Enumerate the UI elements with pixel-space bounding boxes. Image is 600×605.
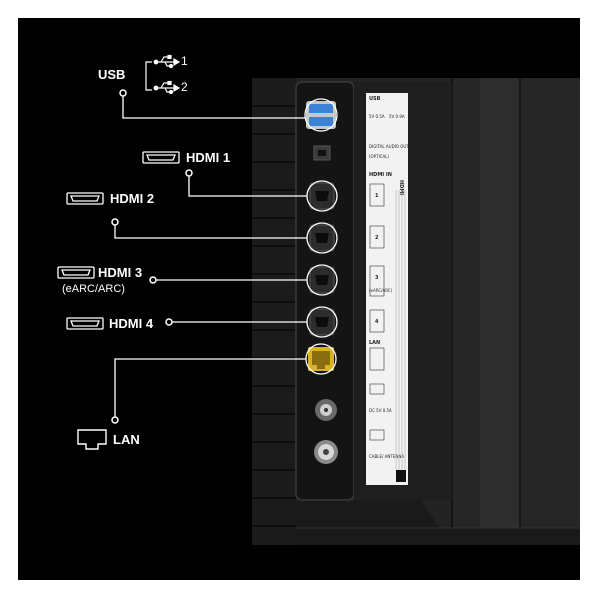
callout-dots: [111, 89, 193, 424]
usb-port-1-label: 1: [181, 54, 188, 68]
sticker-hdmi-4: 4: [375, 319, 379, 325]
usb-symbols: [145, 54, 181, 95]
usb-callout-circle: [304, 98, 338, 132]
lan-icon: [77, 429, 107, 450]
sticker-dc-spec: DC 5V 0.5A: [369, 408, 392, 413]
hdmi-port-4: [309, 308, 335, 336]
hdmi-port-2: [309, 224, 335, 252]
sticker-hdmi-in: HDMI IN: [369, 172, 392, 178]
sticker-usb: USB: [369, 96, 381, 102]
hdmi-port-1: [309, 182, 335, 210]
antenna-port: [314, 440, 338, 464]
lan-label: LAN: [113, 432, 140, 447]
sticker-usb-spec-2: 5V 0.9A: [389, 114, 405, 119]
sticker-hdmi-2: 2: [375, 235, 379, 241]
usb-icon-1: [153, 54, 181, 69]
hdmi1-connector-icon: [142, 151, 180, 164]
usb-label: USB: [98, 67, 126, 82]
hdmi2-connector-icon: [66, 192, 104, 205]
optical-port: [313, 145, 331, 161]
sticker-earc: (eARC/ARC): [369, 288, 393, 293]
sticker-usb-spec-1: 5V 0.5A: [369, 114, 385, 119]
dc-port: [315, 399, 337, 421]
lan-port: [308, 347, 334, 371]
hdmi3-earc-note: (eARC/ARC): [62, 283, 125, 295]
hdmi2-label: HDMI 2: [110, 191, 155, 206]
sticker-optical: (OPTICAL): [369, 154, 390, 159]
usb-leader-line: [122, 96, 305, 119]
hdmi1-label: HDMI 1: [186, 150, 231, 165]
usb-icon-2: [153, 80, 181, 95]
callout-lines: [114, 96, 307, 417]
hdmi4-connector-icon: [66, 317, 104, 330]
sticker-hdmi-logo: HDMI: [398, 180, 404, 195]
port-label-sticker: USB 5V 0.5A 5V 0.9A DIGITAL AUDIO OUT (O…: [366, 93, 409, 485]
hdmi-connector-icons: [57, 151, 180, 330]
hdmi1-leader-line: [188, 176, 307, 197]
usb-port-2-label: 2: [181, 80, 188, 94]
sticker-hdmi-1: 1: [375, 193, 379, 199]
lan-leader-line: [114, 358, 306, 417]
hdmi3-connector-icon: [57, 266, 95, 279]
hdmi3-label: HDMI 3: [98, 265, 143, 280]
sticker-hdmi-3: 3: [375, 275, 379, 281]
sticker-lan: LAN: [369, 340, 380, 346]
hdmi2-leader-line: [114, 225, 307, 239]
hdmi-port-3: [309, 266, 335, 294]
hdmi4-label: HDMI 4: [109, 316, 154, 331]
sticker-digital-audio: DIGITAL AUDIO OUT: [369, 144, 409, 149]
usb-port: [306, 101, 336, 129]
sticker-cable-antenna: CABLE/ ANTENNA: [369, 454, 404, 459]
